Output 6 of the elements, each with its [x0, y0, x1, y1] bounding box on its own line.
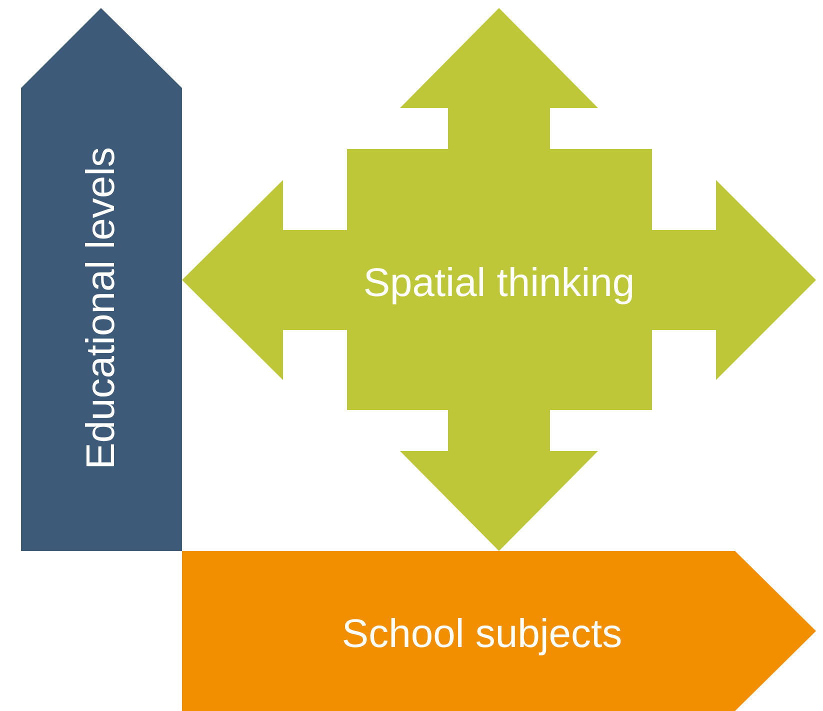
- right-arrow-shape: [182, 551, 816, 711]
- four-way-arrow-shape: [182, 8, 816, 551]
- arrow-label: School subjects: [340, 611, 624, 658]
- arrow-label: Spatial thinking: [362, 260, 636, 307]
- up-arrow-shape: [21, 8, 182, 551]
- arrow-label: Educational levels: [78, 146, 124, 470]
